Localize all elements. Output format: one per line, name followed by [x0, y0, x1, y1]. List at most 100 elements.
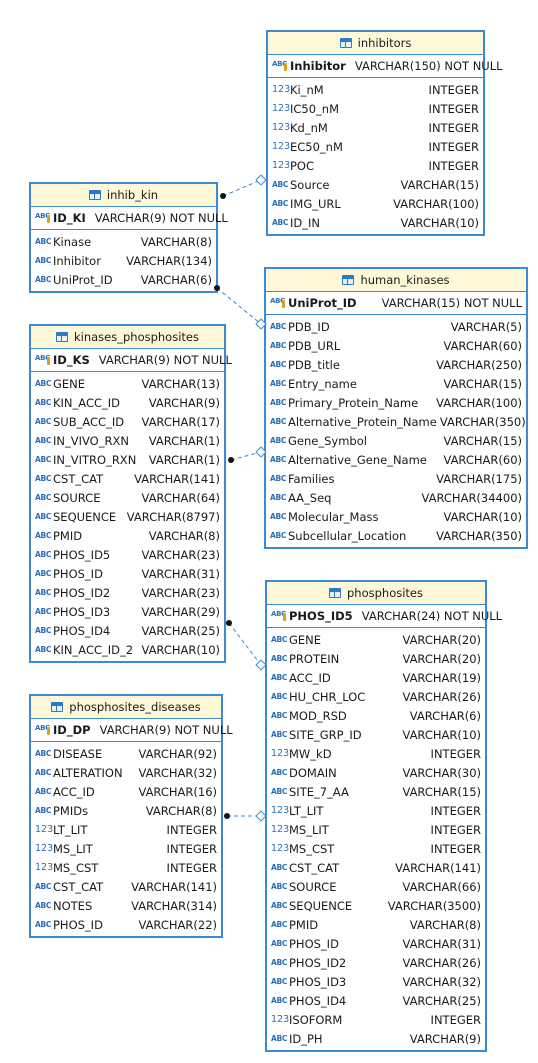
- link-end-dot: [228, 457, 234, 463]
- text-icon: ABC: [35, 607, 52, 616]
- column-type: VARCHAR(29): [141, 604, 220, 619]
- table-header[interactable]: inhibitors: [268, 32, 483, 55]
- column-name: GENE: [289, 632, 322, 647]
- link-end-dot: [226, 620, 232, 626]
- column-type: VARCHAR(23): [141, 585, 220, 600]
- table-header[interactable]: kinases_phosphosites: [31, 326, 224, 349]
- column-type: INTEGER: [430, 822, 481, 837]
- table-header[interactable]: phosphosites: [267, 582, 485, 605]
- column-type: INTEGER: [430, 1012, 481, 1027]
- primary-key-icon: ABC: [272, 60, 287, 72]
- column-name: DISEASE: [53, 746, 103, 761]
- table-header[interactable]: inhib_kin: [31, 184, 216, 207]
- table-header[interactable]: human_kinases: [266, 269, 526, 292]
- text-icon: ABC: [35, 436, 52, 445]
- table-header[interactable]: phosphosites_diseases: [31, 696, 221, 719]
- column-type: VARCHAR(15): [400, 177, 479, 192]
